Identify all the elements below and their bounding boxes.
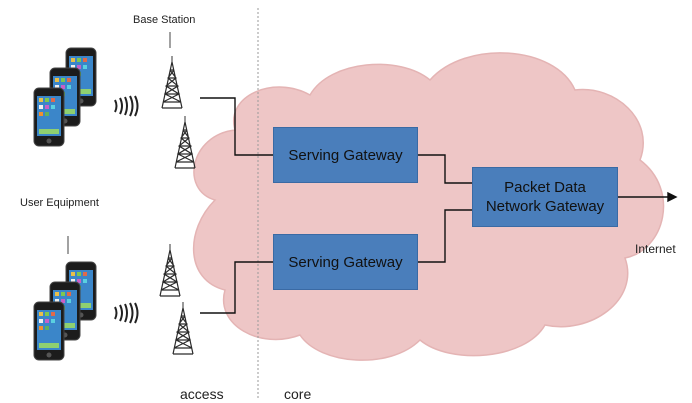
pgw-label-line1: Packet Data bbox=[504, 179, 586, 196]
user-equipment-group-top bbox=[33, 47, 97, 147]
serving-gateway-top-label: Serving Gateway bbox=[288, 146, 403, 164]
access-label: access bbox=[180, 386, 224, 402]
radio-wave-icon bbox=[114, 302, 139, 324]
network-links bbox=[200, 97, 678, 314]
serving-gateway-bottom-label: Serving Gateway bbox=[288, 253, 403, 271]
serving-gateway-top: Serving Gateway bbox=[273, 127, 418, 183]
smartphone-icon bbox=[33, 301, 65, 361]
cell-tower-icon bbox=[159, 243, 181, 297]
internet-label: Internet bbox=[635, 242, 676, 256]
cell-tower-icon bbox=[174, 115, 196, 169]
packet-data-network-gateway: Packet Data Network Gateway bbox=[472, 167, 618, 227]
core-label: core bbox=[284, 386, 312, 402]
smartphone-icon bbox=[33, 87, 65, 147]
user-equipment-group-bottom bbox=[33, 261, 97, 361]
radio-wave-icon bbox=[114, 95, 139, 117]
cell-tower-icon bbox=[161, 55, 183, 109]
cell-tower-icon bbox=[172, 301, 194, 355]
pgw-label-line2: Network Gateway bbox=[485, 198, 605, 215]
serving-gateway-bottom: Serving Gateway bbox=[273, 234, 418, 290]
base-station-label: Base Station bbox=[133, 14, 196, 26]
user-equipment-label: User Equipment bbox=[20, 197, 99, 209]
